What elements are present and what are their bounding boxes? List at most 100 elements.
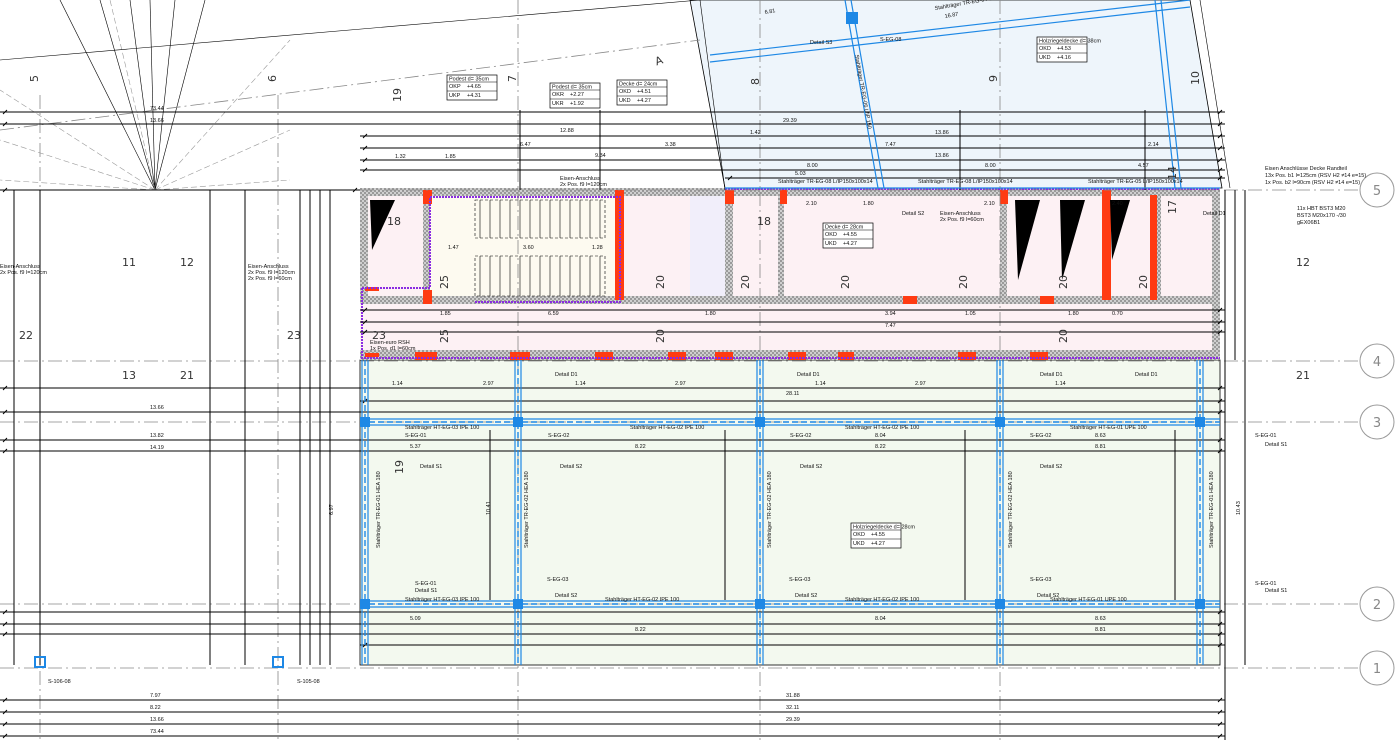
legend-value: +4.31 [467,93,481,99]
dim-text: 1.85 [445,154,456,160]
radial-line [154,129,291,191]
grid-line [0,39,701,131]
legend-key: UKD [1039,55,1051,61]
dim-text: 2.40 [1112,201,1123,207]
dim-text: 8.63 [1095,433,1106,439]
legend-title: Decke d= 28cm [825,225,864,231]
radial-line [0,179,156,191]
dim-text: 73.44 [150,106,164,112]
note: 2x Pos. f9 l=120cm [248,270,295,276]
dimension-tick [362,307,368,313]
tag: S-105-08 [297,679,320,685]
dim-text: 1.47 [448,245,459,251]
dim-text: 8.63 [1095,616,1106,622]
beam-label: Stahlträger HT-EG-03 IPE 100 [405,597,479,603]
room-label: 18 [757,215,771,228]
reinforcement-block [1150,195,1157,300]
tag: S-EG-02 [790,433,811,439]
dim-text: 1.05 [965,311,976,317]
legend-title: Holzriegeldecke d= 38cm [1039,39,1101,45]
dim-text: 1.80 [863,201,874,207]
steel-beams [34,0,1220,668]
legend-title: Podest d= 35cm [552,85,592,91]
dimension-tick [1217,609,1223,615]
tag: Detail S2 [560,464,582,470]
beam-label: Stahlträger TR-EG-01 HEA 180 [376,471,382,548]
axis-label: 12 [1296,256,1310,269]
reinforcement-block [788,352,806,360]
reinforcement-block [903,296,917,304]
dim-text: 8.04 [875,616,886,622]
dim-text: 2.97 [915,381,926,387]
dim-text: 1.80 [705,311,716,317]
grid-axis-marker-4: 4 [1359,343,1395,379]
radial-line [154,0,176,191]
axis-label: A [653,53,665,68]
beam-label: Stahlträger HT-EG-02 IPE 100 [845,425,919,431]
radial-line [149,0,156,191]
tag: S-EG-02 [548,433,569,439]
column-marker [34,656,46,668]
legend-frame [1036,36,1088,63]
legend-value: +4.65 [467,84,481,90]
radial-line [154,39,291,191]
dimension-tick [1217,145,1223,151]
dim-text: 31.88 [786,693,800,699]
grid-circle [1359,172,1395,208]
dim-text: 2.10 [806,201,817,207]
dim-text: 8.00 [985,163,996,169]
legend-value: +4.27 [843,241,857,247]
dim-text: 5.03 [795,171,806,177]
legend-value: +4.55 [843,232,857,238]
axis-labels: 5 6 7 19 8 9 10 A 11 12 12 22 23 13 21 2… [19,53,1310,474]
dim-text: 1.14 [1055,381,1066,387]
radial-line [154,179,291,191]
axis-label: 10 [1189,71,1202,85]
reinforcement-block [725,190,734,204]
dim-text: 2.97 [483,381,494,387]
dimension-tick [2,121,8,127]
note: Eisen-Anschluss [560,176,601,182]
legend-key: OKD [853,532,865,538]
tag: Detail S2 [1037,593,1059,599]
column-marker [272,656,284,668]
axis-label: 7 [506,75,519,82]
dimension-tick [1217,437,1223,443]
dim-text: 13.66 [150,118,164,124]
dim-text: 5.09 [410,616,421,622]
steel-beam [1160,0,1182,189]
dimension-tick [2,721,8,727]
tag: Detail S1 [420,464,442,470]
dim-text: 8.04 [875,433,886,439]
dimension-tick [1217,385,1223,391]
tag: S-EG-03 [547,577,568,583]
dimension-tick [2,709,8,715]
beam-label: Stahlträger HT-EG-02 IPE 100 [845,597,919,603]
reinforcement-block [668,352,686,360]
legend-key: UKR [552,101,564,107]
legend-key: OKD [1039,46,1051,52]
tag: S-EG-01 [1255,433,1276,439]
note: gEX06B1 [1297,220,1320,226]
tag: Detail S2 [795,593,817,599]
legend-key: OKD [619,89,631,95]
wall-thickness: 20 [839,275,852,289]
tag: S-EG-01 [405,433,426,439]
dim-text: 6.81 [764,8,776,16]
legend-frame [850,522,902,549]
dim-text: 1.14 [815,381,826,387]
boundary-line [699,0,726,191]
dim-text: 8.00 [807,163,818,169]
radial-line [0,89,156,191]
room-label: 19 [393,460,406,474]
dimension-tick [1217,621,1223,627]
dim-text: 29.39 [786,717,800,723]
reinforcement-block [1040,296,1054,304]
dim-text: 8.22 [875,444,886,450]
legend-value: +4.51 [637,89,651,95]
wall-thickness: 20 [1057,275,1070,289]
